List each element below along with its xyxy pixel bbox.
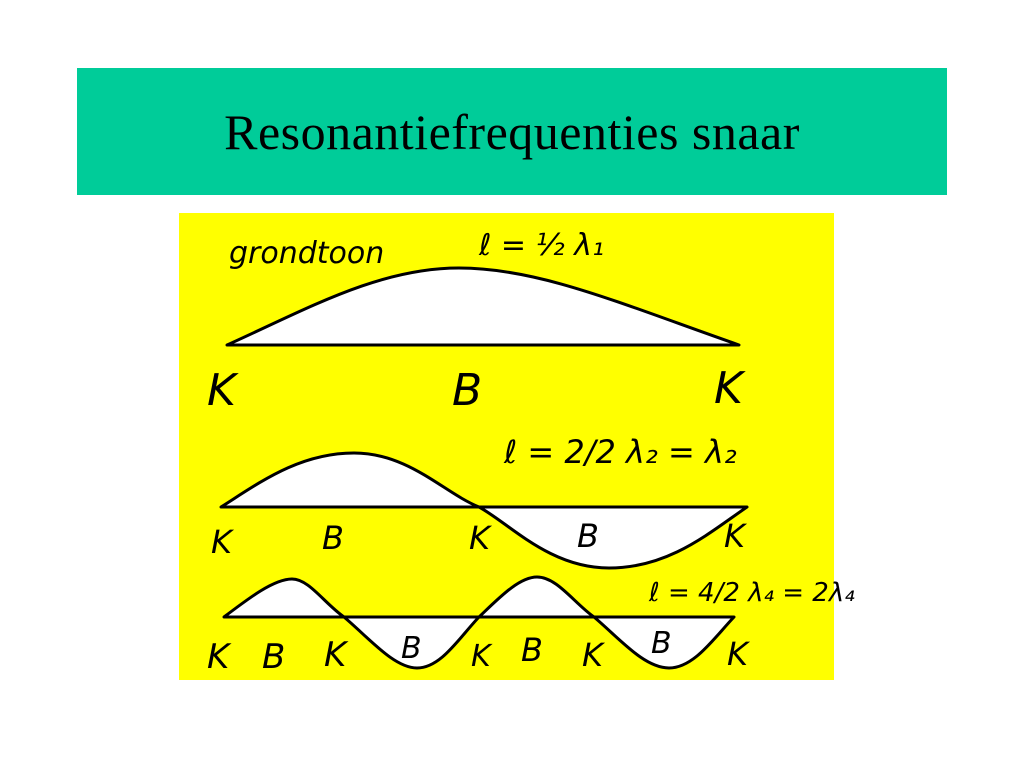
fundamental-label: grondtoon [229,236,384,271]
second-harmonic-node-1: K [211,523,235,561]
second-harmonic-wave-upper [219,451,481,509]
fourth-harmonic-node-2: B [262,637,285,677]
fourth-harmonic-node-3: K [324,635,349,675]
fourth-harmonic-formula: ℓ = 4/2 λ₄ = 2λ₄ [648,578,855,608]
second-harmonic-wave-lower [477,505,749,570]
fourth-harmonic-node-7: K [582,636,606,674]
second-harmonic-node-4: B [577,517,599,555]
fourth-harmonic-node-1: K [207,637,232,677]
fundamental-wave [225,266,741,347]
fourth-harmonic-wave-up-1 [222,577,346,619]
fourth-harmonic-wave-down-2 [592,615,736,670]
fundamental-node-2: B [452,365,482,416]
fourth-harmonic-wave-up-2 [477,575,596,619]
fourth-harmonic-node-5: K [471,639,493,674]
slide-title: Resonantiefrequenties snaar [224,103,800,160]
fundamental-node-1: K [207,365,239,416]
fourth-harmonic-wave-down-1 [342,615,481,670]
second-harmonic-formula: ℓ = 2/2 λ₂ = λ₂ [503,433,737,471]
standing-waves-figure: grondtoon ℓ = ½ λ₁ K B K ℓ = 2/2 λ₂ = λ₂… [179,213,855,680]
standing-waves-drawing: grondtoon ℓ = ½ λ₁ K B K ℓ = 2/2 λ₂ = λ₂… [179,213,855,680]
second-harmonic-node-2: B [322,519,344,557]
fundamental-formula: ℓ = ½ λ₁ [478,228,604,263]
fourth-harmonic-node-6: B [521,631,543,669]
second-harmonic-node-3: K [469,519,493,557]
fourth-harmonic-node-9: K [727,635,751,673]
fundamental-node-3: K [714,363,746,414]
fourth-harmonic-node-4: B [401,631,422,666]
fourth-harmonic-node-8: B [651,626,672,661]
second-harmonic-node-5: K [724,517,748,555]
title-bar: Resonantiefrequenties snaar [77,68,947,195]
